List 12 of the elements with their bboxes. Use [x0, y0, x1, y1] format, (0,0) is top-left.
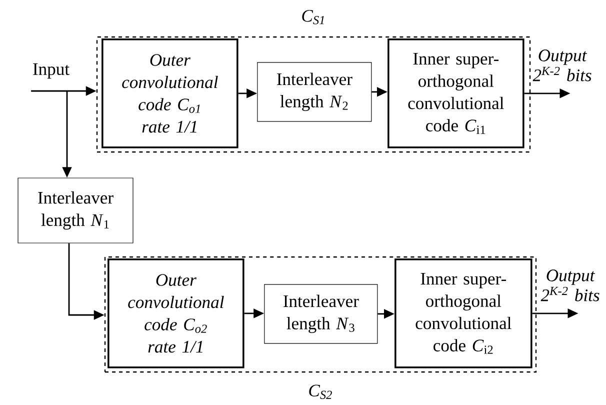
code-box: Inner super-orthogonal convolutional code C$_{i2}$: [394, 258, 532, 368]
interleaver-box: Interleaver length N$_{1}$: [18, 178, 134, 244]
node-label: C$_{S2}$: [309, 384, 332, 400]
node-label: C$_{S1}$: [302, 10, 324, 24]
input-label: Input: [33, 63, 70, 79]
interleaver-box: Interleaver length N$_{2}$: [257, 62, 372, 122]
code-box: Outer convolutional code C$_{o1}$ rate 1/1: [102, 38, 238, 148]
code-box: Outer convolutional code C$_{o2}$ rate 1/1: [108, 258, 244, 368]
interleaver-box: Interleaver length N$_{3}$: [264, 284, 378, 344]
output-label: Output 2$^{K-2}$ bits: [540, 270, 600, 302]
code-box: Inner super-orthogonal convolutional code C$_{i1}$: [388, 38, 524, 148]
output-label: Output 2$^{K-2}$ bits: [532, 50, 592, 82]
